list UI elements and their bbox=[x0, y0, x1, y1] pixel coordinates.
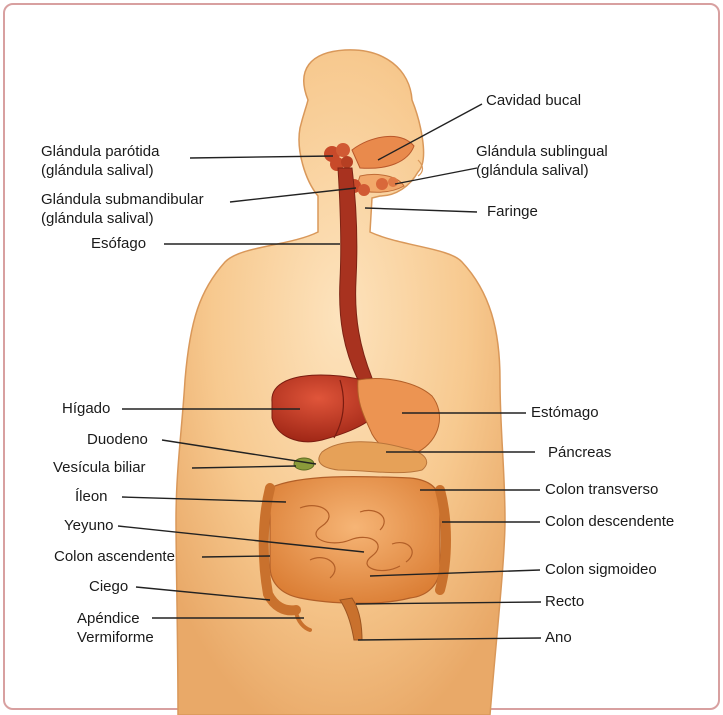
label-apendice-vermiforme: Apéndice Vermiforme bbox=[77, 609, 154, 647]
label-glandula-sublingual-line1: Glándula sublingual bbox=[476, 142, 608, 161]
label-glandula-submandibular-line1: Glándula submandibular bbox=[41, 190, 204, 209]
label-ciego: Ciego bbox=[89, 578, 128, 596]
label-glandula-parotida-line2: (glándula salival) bbox=[41, 161, 159, 180]
label-glandula-sublingual: Glándula sublingual (glándula salival) bbox=[476, 142, 608, 180]
label-higado: Hígado bbox=[62, 400, 110, 418]
label-glandula-submandibular-line2: (glándula salival) bbox=[41, 209, 204, 228]
label-ano: Ano bbox=[545, 629, 572, 647]
label-faringe: Faringe bbox=[487, 203, 538, 221]
label-esofago: Esófago bbox=[91, 235, 146, 253]
label-vesicula-biliar: Vesícula biliar bbox=[53, 459, 146, 477]
label-pancreas: Páncreas bbox=[548, 444, 611, 462]
label-apendice-line2: Vermiforme bbox=[77, 628, 154, 647]
label-estomago: Estómago bbox=[531, 404, 599, 422]
label-glandula-sublingual-line2: (glándula salival) bbox=[476, 161, 608, 180]
label-duodeno: Duodeno bbox=[87, 431, 148, 449]
label-recto: Recto bbox=[545, 593, 584, 611]
label-ileon: Íleon bbox=[75, 488, 108, 506]
label-yeyuno: Yeyuno bbox=[64, 517, 114, 535]
label-glandula-submandibular: Glándula submandibular (glándula salival… bbox=[41, 190, 204, 228]
label-cavidad-bucal: Cavidad bucal bbox=[486, 92, 581, 110]
gallbladder bbox=[294, 458, 314, 470]
label-colon-transverso: Colon transverso bbox=[545, 481, 658, 499]
label-colon-sigmoideo: Colon sigmoideo bbox=[545, 561, 657, 579]
label-apendice-line1: Apéndice bbox=[77, 609, 154, 628]
label-glandula-parotida: Glándula parótida (glándula salival) bbox=[41, 142, 159, 180]
label-colon-ascendente: Colon ascendente bbox=[54, 548, 175, 566]
label-colon-descendente: Colon descendente bbox=[545, 513, 674, 531]
label-glandula-parotida-line1: Glándula parótida bbox=[41, 142, 159, 161]
